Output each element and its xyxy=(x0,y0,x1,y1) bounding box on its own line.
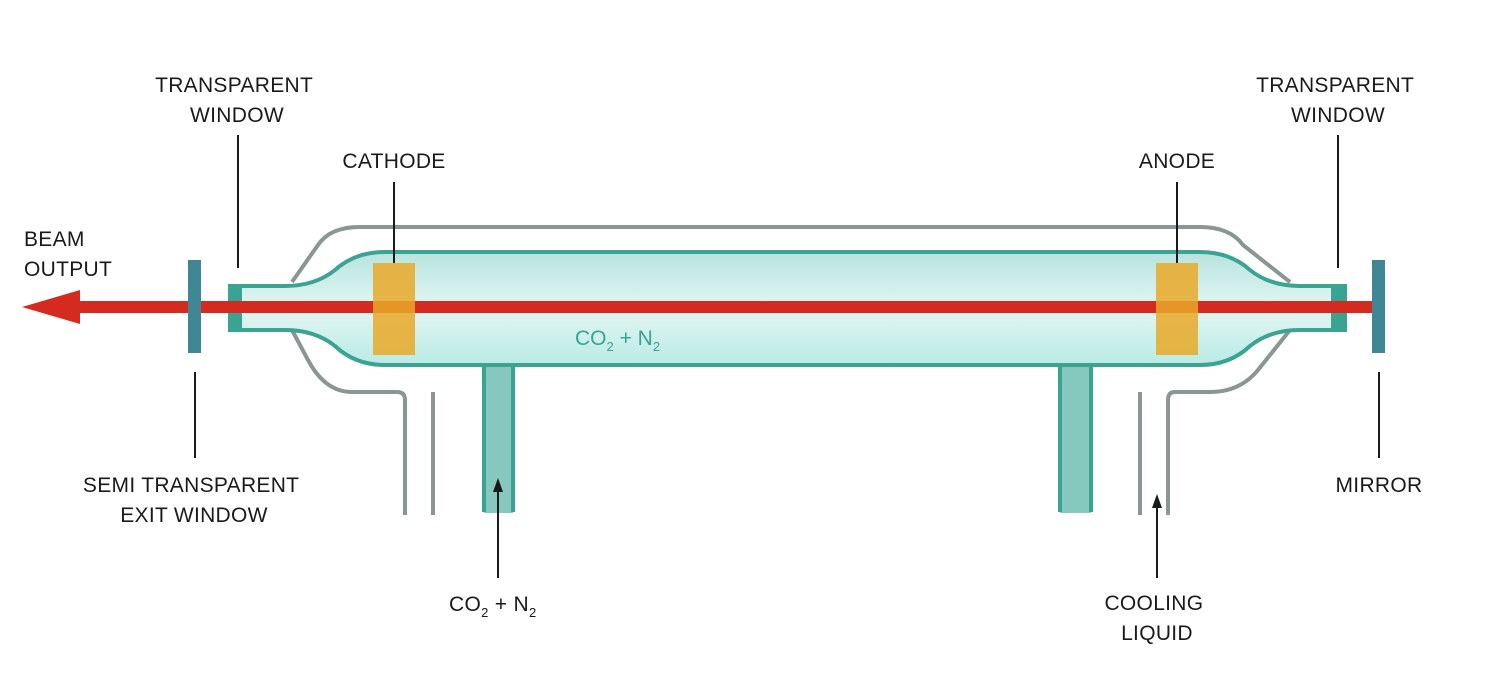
mirror-label: MIRROR xyxy=(1336,474,1423,497)
cathode-label: CATHODE xyxy=(342,150,445,173)
right-window-label: TRANSPARENT WINDOW xyxy=(1256,74,1420,127)
exit-window-label: SEMI TRANSPARENT EXIT WINDOW xyxy=(83,474,305,527)
gas-inlet-label: CO2 + N2 xyxy=(449,593,536,620)
gas-outlet-pipe xyxy=(1060,360,1091,513)
cooling-liquid-label: COOLING LIQUID xyxy=(1104,592,1209,645)
beam-output-label: BEAM OUTPUT xyxy=(24,228,112,281)
left-window-label: TRANSPARENT WINDOW xyxy=(155,74,319,127)
anode-electrode xyxy=(1156,263,1198,355)
gas-mixture-inside-label: CO2 + N2 xyxy=(575,327,660,354)
gas-inlet-pipe-outline xyxy=(482,362,515,512)
gas-outlet-pipe-outline xyxy=(1058,362,1093,512)
cooling-jacket-inner xyxy=(431,392,1142,515)
leader-lines xyxy=(194,135,1380,578)
cooling-jacket xyxy=(290,225,1292,515)
cathode-electrode xyxy=(373,263,415,355)
anode-label: ANODE xyxy=(1139,150,1215,173)
arrow-gas-inlet-head xyxy=(493,478,503,492)
mirror-plate xyxy=(1372,260,1385,353)
semi-transparent-exit-window xyxy=(188,260,201,353)
beam-arrowhead xyxy=(22,290,80,324)
arrow-cooling-head xyxy=(1152,494,1162,508)
